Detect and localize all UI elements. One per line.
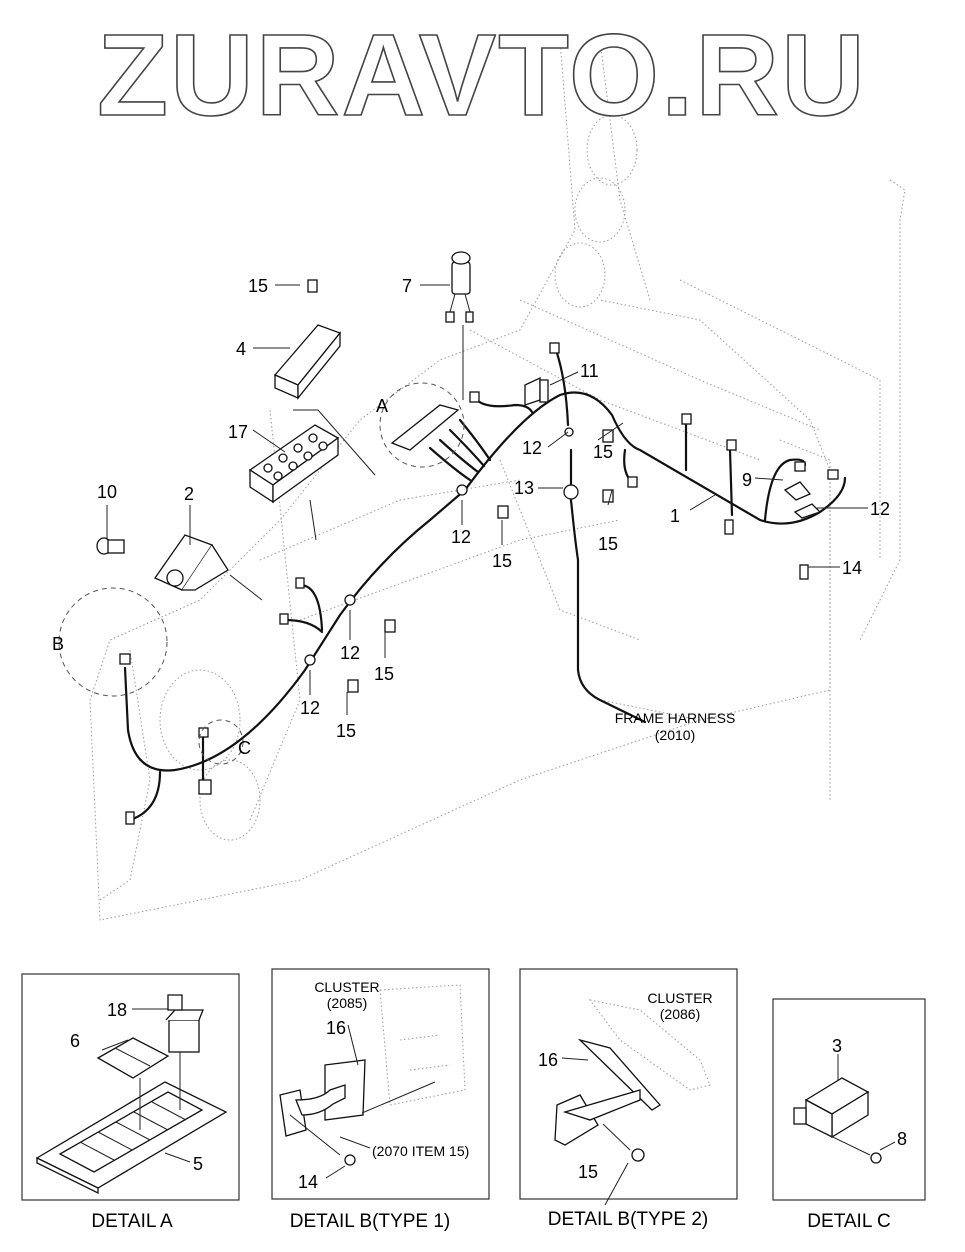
callout-7: 7: [402, 276, 412, 296]
part-10-plug: [96, 537, 125, 555]
callout-12: 12: [451, 527, 471, 547]
callouts: 15 4 17 7 10 2 11 12 13 15 15 1 9 12 14 …: [52, 276, 890, 758]
callout-3: 3: [832, 1036, 842, 1056]
detail-c-circle: [198, 719, 244, 765]
detail-marker-b: B: [52, 634, 64, 654]
detail-b-type1-panel: CLUSTER (2085) 16 (2070 ITEM 15) 14 DETA…: [271, 968, 490, 1232]
watermark-text: ZURAVTO.RU: [97, 10, 867, 140]
part-4-bracket: [273, 324, 342, 400]
cab-outline-ghost: [89, 39, 906, 921]
detail-b-circle: [58, 587, 168, 697]
callout-12: 12: [522, 438, 542, 458]
part-11-bracket: [524, 376, 549, 406]
callout-12: 12: [340, 643, 360, 663]
callout-10: 10: [97, 482, 117, 502]
part-17-fuse-box: [248, 424, 340, 504]
detail-marker-a: A: [376, 396, 388, 416]
callout-8: 8: [897, 1129, 907, 1149]
callout-12: 12: [300, 698, 320, 718]
callout-14: 14: [842, 558, 862, 578]
cluster-label: CLUSTER: [314, 979, 379, 995]
callout-15: 15: [492, 551, 512, 571]
callout-6: 6: [70, 1031, 80, 1051]
callout-9: 9: [742, 470, 752, 490]
callout-5: 5: [193, 1154, 203, 1174]
callout-13: 13: [514, 478, 534, 498]
detail-a-switch-cluster: [390, 404, 460, 451]
callout-15: 15: [336, 721, 356, 741]
callout-15: 15: [598, 534, 618, 554]
detail-b2-caption: DETAIL B(TYPE 2): [548, 1209, 708, 1230]
callout-12: 12: [870, 499, 890, 519]
frame-harness-ref: (2010): [655, 727, 695, 743]
cluster-label: CLUSTER: [647, 990, 712, 1006]
callout-4: 4: [236, 339, 246, 359]
detail-b-type2-panel: CLUSTER (2086) 16 15 DETAIL B(TYPE 2): [519, 968, 738, 1230]
leader-lines: [106, 284, 868, 715]
callout-17: 17: [228, 422, 248, 442]
clamps-and-bolts: [119, 279, 839, 825]
cluster-ref: (2085): [327, 995, 367, 1011]
cluster-ref: (2086): [660, 1006, 700, 1022]
callout-16: 16: [326, 1018, 346, 1038]
callout-11: 11: [580, 361, 599, 381]
detail-a-caption: DETAIL A: [91, 1211, 173, 1232]
callout-15: 15: [578, 1162, 598, 1182]
detail-a-circle: [379, 382, 465, 468]
callout-15: 15: [374, 664, 394, 684]
callout-14: 14: [298, 1172, 318, 1192]
callout-15: 15: [593, 442, 613, 462]
wiring-harness: [123, 348, 847, 822]
part-2-socket-panel: [154, 534, 229, 591]
frame-harness-label: FRAME HARNESS: [615, 710, 736, 726]
detail-c-panel: 3 8 DETAIL C: [772, 998, 926, 1232]
part-7-switch: [445, 251, 474, 323]
detail-marker-c: C: [238, 738, 251, 758]
callout-16: 16: [538, 1050, 558, 1070]
callout-2: 2: [184, 484, 194, 504]
callout-1: 1: [670, 506, 680, 526]
item-reference-note: (2070 ITEM 15): [372, 1143, 469, 1159]
detail-b1-caption: DETAIL B(TYPE 1): [290, 1211, 450, 1232]
detail-c-caption: DETAIL C: [807, 1211, 890, 1232]
detail-a-panel: 18 6 5 DETAIL A: [21, 973, 240, 1232]
callout-18: 18: [107, 1000, 127, 1020]
callout-15: 15: [248, 276, 268, 296]
